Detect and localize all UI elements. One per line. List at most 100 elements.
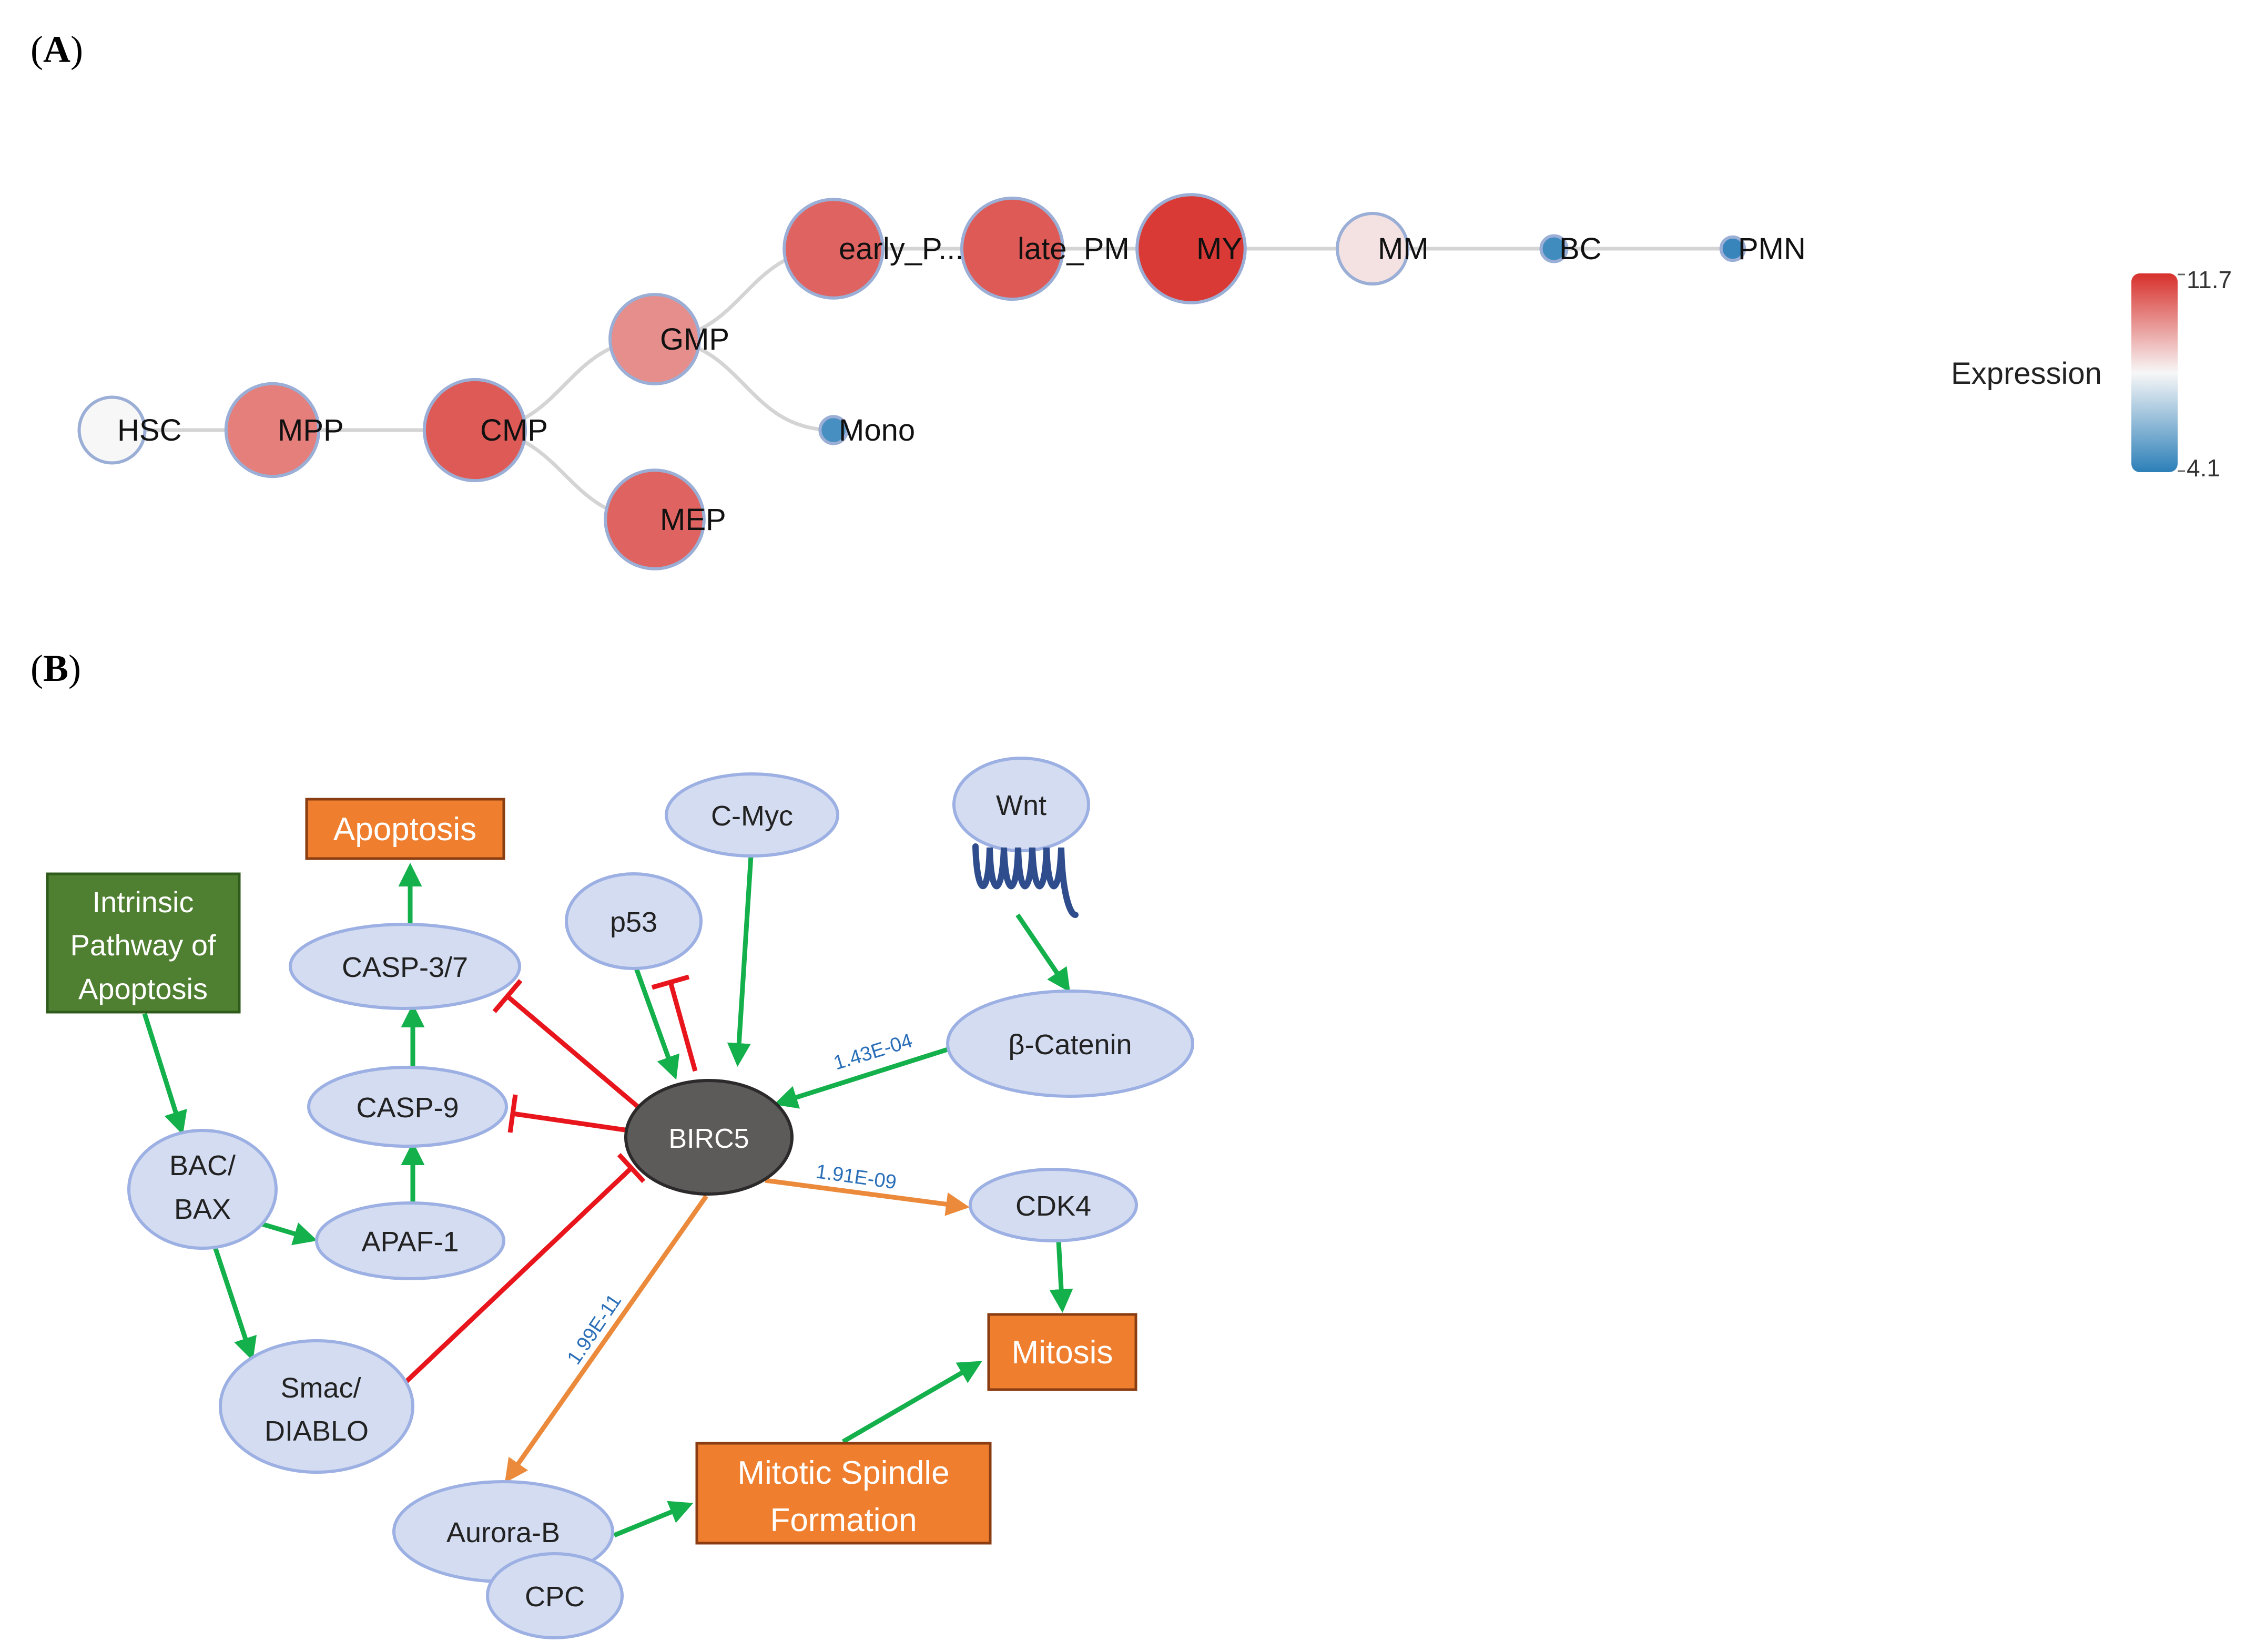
edge-bacbax-to-smac xyxy=(208,1232,257,1361)
node-birc5-label: BIRC5 xyxy=(668,1124,749,1154)
tree-node-circle-MM xyxy=(1336,212,1409,285)
node-wnt-label: Wnt xyxy=(996,790,1046,821)
edge-wnt-to-bcatenin xyxy=(1015,913,1071,993)
node-apaf1: APAF-1 xyxy=(315,1201,505,1280)
tree-node-circle-early_P xyxy=(783,198,885,300)
tree-node-circle-MPP xyxy=(224,382,321,478)
tree-node-CMP: CMP xyxy=(422,378,548,483)
node-cpc: CPC xyxy=(486,1552,624,1639)
expression-legend: Expression 11.7 4.1 xyxy=(1951,266,2232,482)
tree-node-label-HSC: HSC xyxy=(117,413,181,447)
intrinsic-line-2: Pathway of xyxy=(70,929,216,962)
tree-node-label-PMN: PMN xyxy=(1738,232,1806,266)
tree-node-GMP: GMP xyxy=(608,293,729,385)
node-wnt: Wnt xyxy=(952,757,1090,918)
tree-node-label-GMP: GMP xyxy=(660,322,729,356)
edge-birc5-inhibits-casp37-bar xyxy=(492,979,523,1013)
node-casp37-label: CASP-3/7 xyxy=(342,952,468,983)
tree-node-early_P: early_P... xyxy=(783,198,964,300)
tree-node-circle-MEP xyxy=(604,468,706,570)
tree-node-circle-BC xyxy=(1539,234,1569,263)
tree-node-circle-MY xyxy=(1135,193,1247,304)
node-bcatenin: β-Catenin xyxy=(946,990,1194,1098)
edge-birc5-inhibits-casp9 xyxy=(512,1111,629,1133)
node-bacbax: BAC/ BAX xyxy=(127,1129,278,1250)
spindle-line-1: Mitotic Spindle xyxy=(737,1455,949,1491)
legend-color-bar xyxy=(2131,273,2178,472)
tree-node-label-BC: BC xyxy=(1559,232,1602,266)
node-aurora-label: Aurora-B xyxy=(446,1517,560,1548)
tree-node-MPP: MPP xyxy=(224,382,344,478)
node-casp37: CASP-3/7 xyxy=(289,923,521,1010)
tree-node-circle-CMP xyxy=(422,378,527,483)
node-casp9-label: CASP-9 xyxy=(356,1092,459,1124)
pathway-edges xyxy=(142,855,1073,1538)
edge-p53-to-birc5 xyxy=(634,967,679,1080)
panel-b-label: (B) xyxy=(31,647,81,689)
edge-cmyc-to-birc5 xyxy=(727,855,754,1067)
edge-apoptosis-intrinsic-to-bacbax xyxy=(142,1013,187,1135)
tree-node-label-MY: MY xyxy=(1196,232,1242,266)
panel-b-letter: B xyxy=(43,647,68,689)
panel-a-label: (A) xyxy=(31,28,83,70)
intrinsic-line-1: Intrinsic xyxy=(93,885,194,919)
edge-smac-inhibits-birc5 xyxy=(403,1166,633,1385)
tree-node-label-Mono: Mono xyxy=(839,413,915,447)
tree-node-MY: MY xyxy=(1135,193,1247,304)
node-casp9: CASP-9 xyxy=(307,1066,508,1148)
spindle-line-2: Formation xyxy=(770,1502,917,1538)
apoptosis-label: Apoptosis xyxy=(333,811,476,848)
tree-edges xyxy=(112,247,1733,522)
node-apaf1-label: APAF-1 xyxy=(361,1226,459,1258)
pathway-diagram: 1.43E-04 1.91E-09 1.99E-11 Apoptosis Int… xyxy=(46,757,1194,1639)
node-cdk4: CDK4 xyxy=(969,1168,1138,1242)
edge-birc5-inhibits-casp9-bar xyxy=(507,1094,518,1133)
tree-node-label-CMP: CMP xyxy=(480,413,548,447)
edge-birc5-inhibits-p53-bar xyxy=(651,974,690,990)
tree-node-HSC: HSC xyxy=(77,395,181,465)
edge-bacbax-to-apaf1 xyxy=(256,1220,318,1246)
node-bcatenin-label: β-Catenin xyxy=(1008,1029,1132,1060)
node-p53: p53 xyxy=(565,872,703,970)
tree-node-circle-HSC xyxy=(77,395,147,465)
tree-node-label-early_P: early_P... xyxy=(839,232,964,266)
intrinsic-pathway-box: Intrinsic Pathway of Apoptosis xyxy=(46,872,241,1014)
edge-birc5-to-aurora xyxy=(504,1195,708,1483)
wnt-receptor-coil-icon xyxy=(972,843,1079,918)
edge-birc5-inhibits-casp37 xyxy=(506,994,646,1114)
tree-node-circle-PMN xyxy=(1719,235,1746,262)
edge-birc5-inhibits-p53 xyxy=(668,981,698,1072)
spindle-formation-box: Mitotic Spindle Formation xyxy=(695,1442,992,1545)
intrinsic-line-3: Apoptosis xyxy=(78,972,208,1005)
node-smac-line-2: DIABLO xyxy=(265,1415,369,1447)
mitosis-label: Mitosis xyxy=(1012,1334,1113,1371)
tree-node-circle-GMP xyxy=(608,293,701,385)
tree-node-BC: BC xyxy=(1539,232,1602,266)
node-bacbax-line-2: BAX xyxy=(174,1194,231,1225)
edge-birc5-to-cdk4 xyxy=(765,1178,970,1216)
tree-node-late_PM: late_PM xyxy=(960,196,1130,301)
legend-min-label: 4.1 xyxy=(2187,454,2220,482)
tree-node-MEP: MEP xyxy=(604,468,726,570)
edge-bcatenin-to-birc5 xyxy=(774,1046,950,1109)
node-cpc-label: CPC xyxy=(525,1581,585,1613)
tree-node-Mono: Mono xyxy=(818,413,915,447)
tree-node-label-MEP: MEP xyxy=(660,503,726,537)
apoptosis-box: Apoptosis xyxy=(305,798,505,860)
node-bacbax-line-1: BAC/ xyxy=(169,1150,236,1181)
edge-smac-inhibits-birc5-bar xyxy=(617,1153,646,1184)
tree-node-label-late_PM: late_PM xyxy=(1018,232,1130,266)
node-smac-line-1: Smac/ xyxy=(280,1372,361,1404)
node-cdk4-label: CDK4 xyxy=(1015,1190,1091,1222)
tree-node-PMN: PMN xyxy=(1719,232,1806,266)
tree-node-label-MPP: MPP xyxy=(278,413,344,447)
edge-cdk4-to-mitosis xyxy=(1049,1240,1073,1313)
node-birc5: BIRC5 xyxy=(624,1079,794,1196)
legend-title: Expression xyxy=(1951,356,2102,391)
legend-max-label: 11.7 xyxy=(2187,266,2232,293)
tree-node-circle-late_PM xyxy=(960,196,1065,301)
node-p53-label: p53 xyxy=(610,906,657,938)
